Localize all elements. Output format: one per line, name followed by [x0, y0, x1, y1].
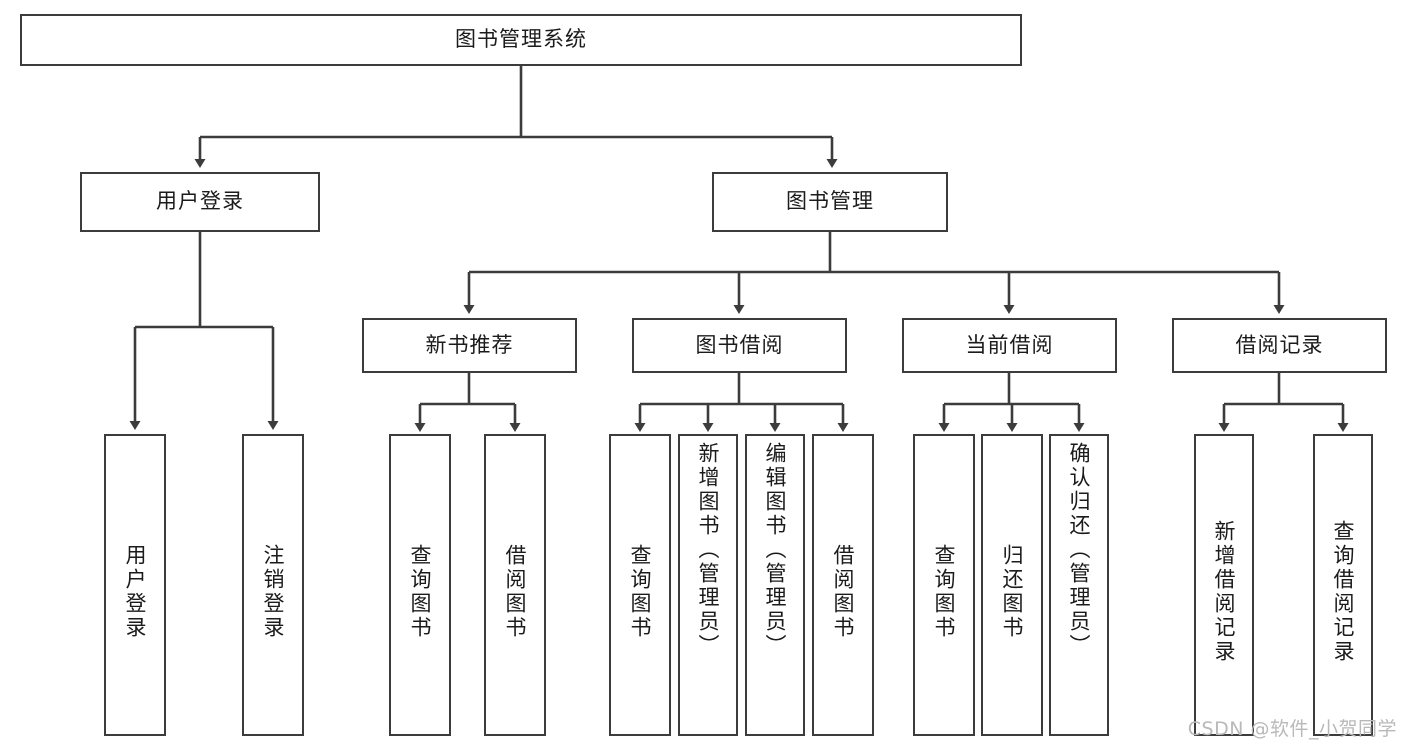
- node-level2-borrow-records[interactable]: 借阅记录: [1172, 318, 1387, 373]
- node-leaf-query-books-current: 查询图书: [913, 434, 975, 736]
- node-leaf-label: 借阅图书: [503, 544, 528, 640]
- node-leaf-label: 查询图书: [932, 544, 957, 640]
- node-leaf-logout-login: 注销登录: [242, 434, 304, 736]
- node-leaf-borrow-books-recommend: 借阅图书: [484, 434, 546, 736]
- node-leaf-label: 查询借阅记录: [1331, 520, 1356, 664]
- node-level2-current-borrow[interactable]: 当前借阅: [902, 318, 1117, 373]
- node-leaf-label: 新增借阅记录: [1212, 520, 1237, 664]
- node-leaf-label: 借阅图书: [831, 544, 856, 640]
- node-leaf-edit-book-admin: 编辑图书（管理员）: [745, 434, 805, 736]
- node-leaf-query-books-borrow: 查询图书: [609, 434, 671, 736]
- node-leaf-label: 编辑图书（管理员）: [763, 442, 788, 658]
- node-leaf-confirm-return-admin: 确认归还（管理员）: [1049, 434, 1109, 736]
- node-root[interactable]: 图书管理系统: [20, 14, 1022, 66]
- node-leaf-add-borrow-record: 新增借阅记录: [1194, 434, 1254, 736]
- node-leaf-label: 新增图书（管理员）: [696, 442, 721, 658]
- node-leaf-query-books-recommend: 查询图书: [389, 434, 451, 736]
- watermark-text: CSDN @软件_小贺同学: [1187, 718, 1397, 740]
- node-leaf-label: 注销登录: [261, 544, 286, 640]
- node-leaf-label: 查询图书: [628, 544, 653, 640]
- node-level2-book-borrow[interactable]: 图书借阅: [632, 318, 847, 373]
- node-leaf-query-borrow-record: 查询借阅记录: [1313, 434, 1373, 736]
- node-leaf-user-login: 用户登录: [104, 434, 166, 736]
- node-level1-book-management[interactable]: 图书管理: [712, 172, 948, 232]
- node-level2-new-book-recommend[interactable]: 新书推荐: [362, 318, 577, 373]
- node-leaf-borrow-book: 借阅图书: [812, 434, 874, 736]
- node-leaf-add-book-admin: 新增图书（管理员）: [678, 434, 738, 736]
- node-leaf-label: 归还图书: [1000, 544, 1025, 640]
- node-level1-user-login[interactable]: 用户登录: [80, 172, 320, 232]
- node-leaf-label: 确认归还（管理员）: [1067, 442, 1092, 658]
- node-leaf-label: 查询图书: [408, 544, 433, 640]
- node-leaf-return-book: 归还图书: [981, 434, 1043, 736]
- node-leaf-label: 用户登录: [123, 544, 148, 640]
